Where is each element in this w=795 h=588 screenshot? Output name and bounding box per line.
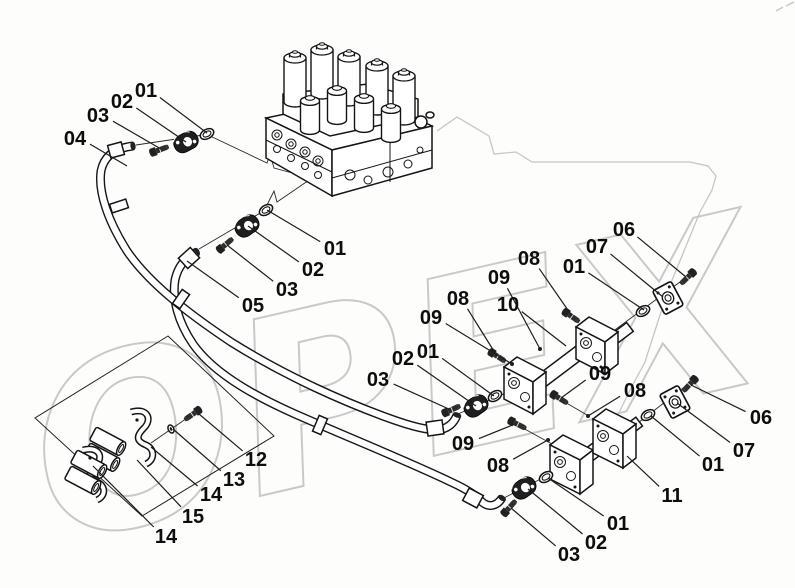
- callout-label: 06: [613, 219, 635, 241]
- callout-06: 06: [613, 219, 687, 278]
- valve-ports: [271, 129, 424, 185]
- hose-04: [95, 140, 462, 437]
- callout-06: 06: [690, 384, 772, 429]
- callout-label: 06: [750, 407, 772, 429]
- callout-10: 10: [497, 294, 567, 347]
- callout-02: 02: [392, 348, 477, 407]
- callout-01: 01: [135, 80, 208, 134]
- callout-03: 03: [510, 507, 580, 566]
- tube-assembly-11: [548, 408, 644, 496]
- callout-label: 13: [223, 469, 245, 491]
- callout-label: 10: [497, 294, 519, 316]
- bolt-icon: [147, 142, 171, 158]
- callout-label: 03: [367, 369, 389, 391]
- callout-layer: 0102030405010203060701080910080901020309…: [64, 80, 772, 566]
- callout-01: 01: [266, 209, 346, 260]
- callout-label: 09: [488, 267, 510, 289]
- tube-assembly-10: [502, 316, 635, 416]
- control-valve-assembly: [263, 42, 435, 198]
- callout-09: 09: [452, 423, 516, 455]
- callout-label: 09: [589, 363, 611, 385]
- callout-label: 01: [135, 80, 157, 102]
- callout-label: 01: [563, 256, 585, 278]
- callout-label: 07: [733, 440, 755, 462]
- callout-02: 02: [111, 91, 187, 143]
- callout-label: 14: [155, 526, 178, 548]
- callout-01: 01: [563, 256, 645, 311]
- hose-ferrule: [425, 419, 445, 437]
- callout-label: 04: [64, 128, 87, 150]
- callout-14: 14: [150, 446, 223, 506]
- callout-label: 01: [417, 341, 439, 363]
- callout-label: 08: [624, 380, 646, 402]
- callout-02: 02: [247, 225, 324, 281]
- callout-08: 08: [518, 248, 573, 317]
- callout-09: 09: [560, 363, 611, 399]
- callout-15: 15: [136, 459, 204, 528]
- o-ring-icon: [256, 201, 276, 219]
- callout-label: 01: [702, 454, 724, 476]
- split-flange-icon: [230, 210, 263, 242]
- callout-label: 05: [242, 295, 264, 317]
- callout-09: 09: [488, 267, 542, 351]
- callout-label: 12: [245, 449, 267, 471]
- callout-label: 02: [392, 348, 414, 370]
- callout-label: 09: [420, 307, 442, 329]
- callout-label: 03: [558, 544, 580, 566]
- hose-05: [169, 246, 506, 510]
- washer-icon: [167, 424, 175, 434]
- callout-label: 15: [182, 506, 204, 528]
- callout-07: 07: [586, 236, 664, 298]
- callout-01: 01: [650, 415, 724, 476]
- hose-ferrule: [106, 140, 126, 160]
- callout-03: 03: [226, 244, 298, 301]
- callout-08: 08: [447, 288, 498, 357]
- callout-label: 01: [607, 513, 629, 535]
- hose-sleeve: [171, 288, 191, 310]
- callout-09: 09: [420, 307, 514, 366]
- context-outline: [436, 116, 717, 418]
- callout-03: 03: [367, 369, 452, 411]
- watermark-corner-dashes: [775, 1, 795, 12]
- watermark-text: OPEX: [5, 161, 794, 588]
- callout-label: 09: [452, 433, 474, 455]
- callout-08: 08: [487, 438, 550, 477]
- callout-label: 14: [200, 484, 223, 506]
- clamp-assembly: [63, 407, 175, 504]
- callout-04: 04: [64, 128, 128, 167]
- callout-label: 02: [302, 259, 324, 281]
- callout-label: 03: [87, 105, 109, 127]
- callout-label: 01: [324, 238, 346, 260]
- callout-11: 11: [626, 455, 683, 507]
- callout-label: 02: [111, 91, 133, 113]
- hose-sleeve: [108, 198, 130, 214]
- callout-label: 03: [276, 279, 298, 301]
- hose-ferrule: [461, 487, 485, 509]
- callout-12: 12: [198, 413, 267, 471]
- callout-03: 03: [87, 105, 162, 150]
- hose-sleeve: [311, 414, 329, 436]
- callout-label: 02: [585, 532, 607, 554]
- callout-label: 08: [447, 288, 469, 310]
- callout-05: 05: [186, 260, 264, 317]
- callout-01: 01: [547, 477, 629, 535]
- callout-01: 01: [417, 341, 495, 397]
- callout-label: 11: [661, 485, 682, 507]
- callout-label: 08: [487, 455, 509, 477]
- callout-label: 08: [518, 248, 540, 270]
- callout-08: 08: [586, 380, 646, 418]
- callout-label: 07: [586, 236, 608, 258]
- callout-02: 02: [527, 488, 607, 554]
- callout-07: 07: [676, 402, 755, 462]
- callout-13: 13: [172, 428, 245, 491]
- callout-14: 14: [92, 465, 178, 548]
